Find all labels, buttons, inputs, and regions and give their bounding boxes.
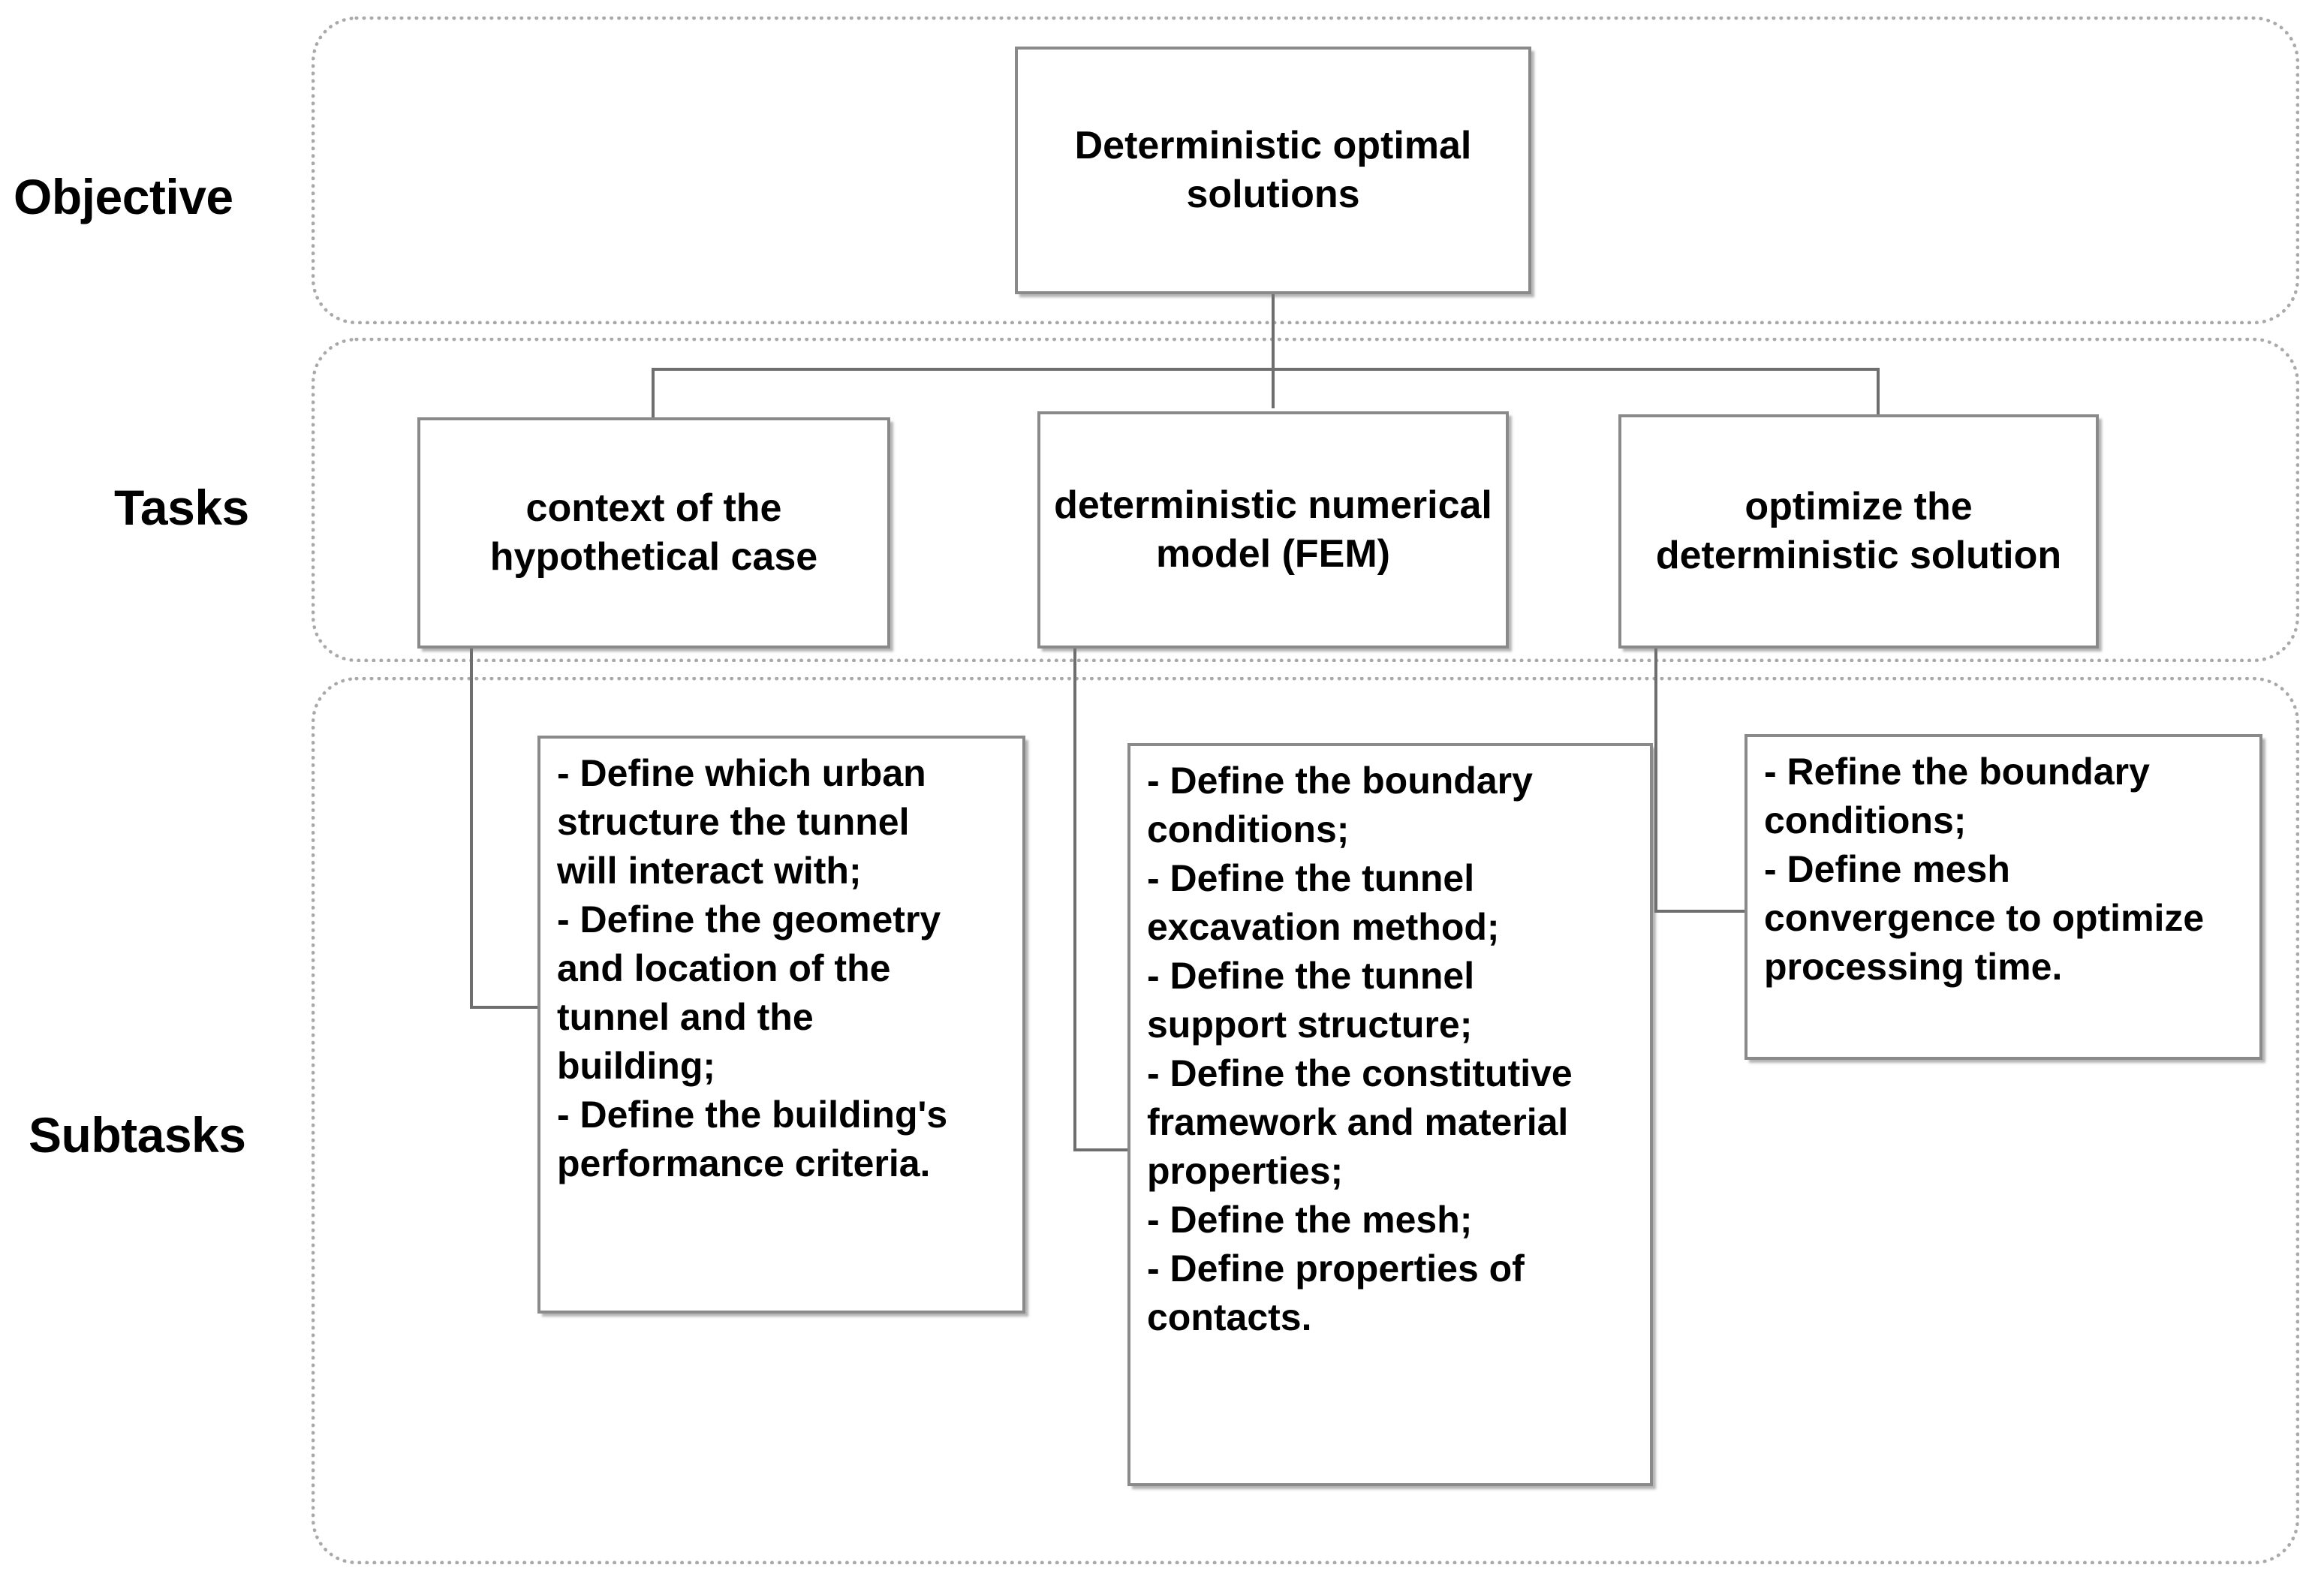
row-label-subtasks: Subtasks [29, 1107, 246, 1163]
subtask-line: and location of the [557, 947, 891, 989]
subtask-line: - Define the constitutive [1147, 1052, 1573, 1094]
subtask-line: - Define properties of [1147, 1247, 1525, 1290]
subtask-line: - Refine the boundary [1764, 751, 2150, 793]
subtask-line: conditions; [1764, 799, 1967, 841]
subtask-line: conditions; [1147, 808, 1350, 850]
objective-node[interactable]: Deterministic optimal solutions [1015, 47, 1531, 294]
subtask-line: - Define the tunnel [1147, 857, 1475, 899]
subtask-line: structure the tunnel [557, 801, 910, 843]
subtask-node-numerical-model[interactable]: - Define the boundary conditions; - Define… [1127, 743, 1653, 1486]
row-label-objective: Objective [14, 169, 233, 224]
subtask-line: - Define the boundary [1147, 760, 1533, 802]
subtask-line: framework and material [1147, 1101, 1569, 1143]
task-node-text: deterministic numerical model (FEM) [1054, 483, 1492, 576]
subtask-line: - Define mesh [1764, 848, 2010, 890]
subtask-line: will interact with; [557, 850, 862, 892]
subtask-line: tunnel and the [557, 996, 814, 1038]
task-node-deterministic-numerical-model[interactable]: deterministic numerical model (FEM) [1037, 411, 1509, 649]
connector-tasks-bus [652, 368, 1880, 371]
subtask-line: processing time. [1764, 946, 2063, 988]
subtask-node-context[interactable]: - Define which urban structure the tunnel… [537, 736, 1025, 1314]
connector-task-0-to-subtask-0-vertical [470, 647, 473, 1009]
row-label-tasks: Tasks [114, 480, 249, 535]
task-node-optimize-deterministic-solution[interactable]: optimize the deterministic solution [1618, 414, 2099, 649]
subtask-line: - Define the building's [557, 1094, 948, 1136]
subtask-line: contacts. [1147, 1296, 1312, 1338]
connector-task-1-to-subtask-1-horizontal [1073, 1148, 1139, 1151]
connector-task-2-to-subtask-2-horizontal [1654, 910, 1757, 913]
subtask-line: - Define the mesh; [1147, 1199, 1473, 1241]
subtask-line: - Define the geometry [557, 898, 941, 940]
task-node-context-of-hypothetical-case[interactable]: context of the hypothetical case [417, 417, 890, 649]
subtask-line: properties; [1147, 1150, 1344, 1192]
objective-band-container [312, 17, 2299, 324]
subtask-line: excavation method; [1147, 906, 1500, 948]
subtask-node-optimize[interactable]: - Refine the boundary conditions; - Define… [1745, 734, 2262, 1060]
connector-bus-to-task-0 [652, 368, 655, 420]
connector-bus-to-task-2 [1877, 368, 1880, 417]
connector-task-1-to-subtask-1-vertical [1073, 647, 1076, 1151]
connector-objective-to-bus [1272, 294, 1275, 408]
subtask-line: convergence to optimize [1764, 897, 2205, 939]
tasks-band-container [312, 338, 2299, 662]
subtasks-band-container [312, 677, 2299, 1564]
connector-task-0-to-subtask-0-horizontal [470, 1006, 549, 1009]
objective-node-text: Deterministic optimal solutions [1074, 124, 1472, 216]
subtask-line: support structure; [1147, 1004, 1473, 1046]
subtask-line: - Define the tunnel [1147, 955, 1475, 997]
task-node-text: context of the hypothetical case [489, 486, 818, 579]
connector-task-2-to-subtask-2-vertical [1654, 647, 1657, 913]
task-node-text: optimize the deterministic solution [1655, 485, 2062, 577]
subtask-line: performance criteria. [557, 1142, 931, 1184]
subtask-line: building; [557, 1045, 716, 1087]
subtask-line: - Define which urban [557, 752, 926, 794]
